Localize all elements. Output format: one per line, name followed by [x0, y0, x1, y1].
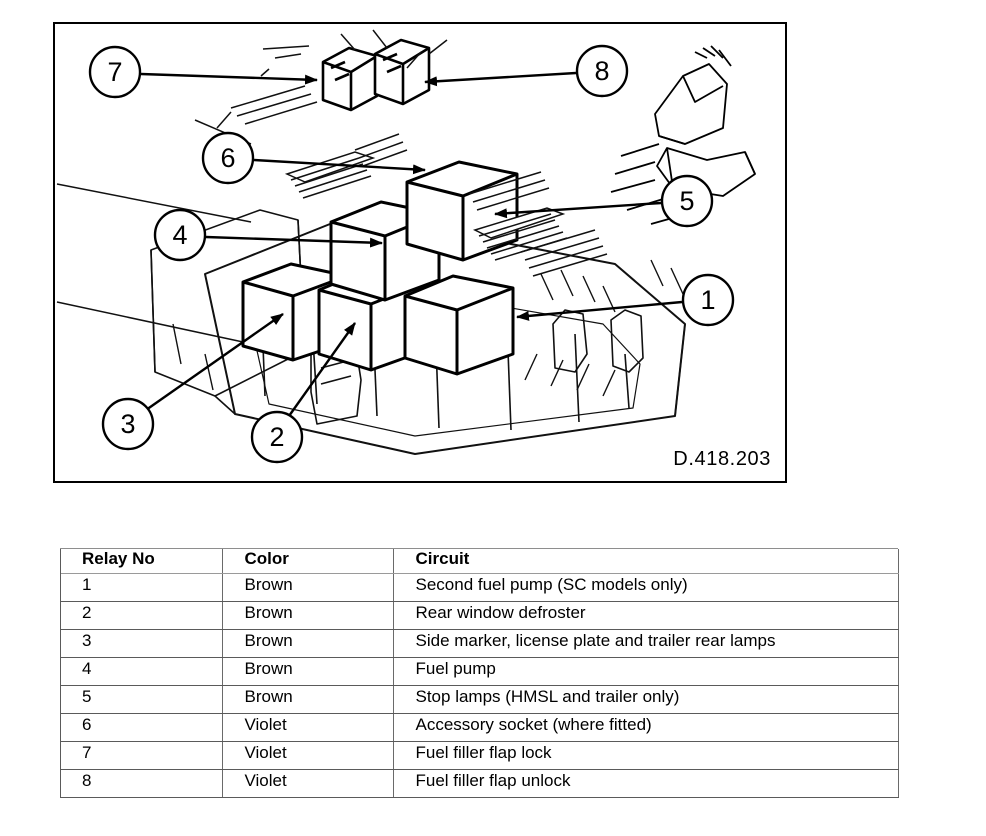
table-row: 5 Brown Stop lamps (HMSL and trailer onl… [60, 685, 899, 714]
column-header-relay-no: Relay No [60, 549, 223, 574]
relay-table: Relay No Color Circuit 1 Brown Second fu… [60, 549, 899, 798]
callout-2: 2 [250, 410, 304, 464]
cell-color: Violet [222, 741, 394, 770]
callout-5: 5 [660, 174, 714, 228]
cell-relay-no: 1 [60, 573, 223, 602]
cell-circuit: Fuel filler flap unlock [393, 769, 899, 798]
cell-circuit: Rear window defroster [393, 601, 899, 630]
cell-color: Brown [222, 629, 394, 658]
relay-table-body: 1 Brown Second fuel pump (SC models only… [60, 573, 899, 798]
callout-6-label: 6 [220, 143, 235, 173]
cell-circuit: Stop lamps (HMSL and trailer only) [393, 685, 899, 714]
cell-circuit: Fuel filler flap lock [393, 741, 899, 770]
cell-circuit: Side marker, license plate and trailer r… [393, 629, 899, 658]
relay-blocks [241, 160, 519, 376]
drawing-number: D.418.203 [673, 448, 771, 470]
relay-table-container: Relay No Color Circuit 1 Brown Second fu… [60, 548, 899, 798]
cell-relay-no: 2 [60, 601, 223, 630]
fuse-box-line-drawing: 7 8 6 5 4 1 3 [56, 29, 756, 464]
cell-circuit: Accessory socket (where fitted) [393, 713, 899, 742]
cell-relay-no: 4 [60, 657, 223, 686]
callout-8: 8 [575, 44, 629, 98]
callout-bubbles: 7 8 6 5 4 1 3 [88, 44, 735, 464]
upper-bracket-detail [216, 29, 448, 129]
cell-color: Brown [222, 573, 394, 602]
table-row: 7 Violet Fuel filler flap lock [60, 741, 899, 770]
callout-7-label: 7 [107, 57, 122, 87]
callout-4-label: 4 [172, 220, 187, 250]
cell-circuit: Fuel pump [393, 657, 899, 686]
callout-7: 7 [88, 45, 142, 99]
cell-color: Violet [222, 713, 394, 742]
callout-4: 4 [153, 208, 207, 262]
callout-3-label: 3 [120, 409, 135, 439]
callout-8-label: 8 [594, 56, 609, 86]
callout-1-label: 1 [700, 285, 715, 315]
table-row: 8 Violet Fuel filler flap unlock [60, 769, 899, 798]
callout-2-label: 2 [269, 422, 284, 452]
column-header-circuit: Circuit [393, 549, 899, 574]
fuse-strip-detail [284, 133, 608, 277]
cell-color: Brown [222, 601, 394, 630]
column-header-color: Color [222, 549, 394, 574]
callout-6: 6 [201, 131, 255, 185]
cell-color: Violet [222, 769, 394, 798]
cell-color: Brown [222, 657, 394, 686]
table-row: 4 Brown Fuel pump [60, 657, 899, 686]
callout-3: 3 [101, 397, 155, 451]
cell-relay-no: 7 [60, 741, 223, 770]
table-row: 1 Brown Second fuel pump (SC models only… [60, 573, 899, 602]
callout-5-label: 5 [679, 186, 694, 216]
callout-leader-lines [140, 71, 683, 417]
cell-relay-no: 8 [60, 769, 223, 798]
table-row: 2 Brown Rear window defroster [60, 601, 899, 630]
table-row: 6 Violet Accessory socket (where fitted) [60, 713, 899, 742]
cell-relay-no: 3 [60, 629, 223, 658]
cell-relay-no: 5 [60, 685, 223, 714]
table-header-row: Relay No Color Circuit [60, 549, 899, 574]
cell-circuit: Second fuel pump (SC models only) [393, 573, 899, 602]
table-top-rule [60, 548, 898, 549]
callout-1: 1 [681, 273, 735, 327]
top-connector-relays [321, 38, 431, 112]
relay-location-figure: 7 8 6 5 4 1 3 [53, 22, 787, 483]
cell-relay-no: 6 [60, 713, 223, 742]
cell-color: Brown [222, 685, 394, 714]
table-row: 3 Brown Side marker, license plate and t… [60, 629, 899, 658]
